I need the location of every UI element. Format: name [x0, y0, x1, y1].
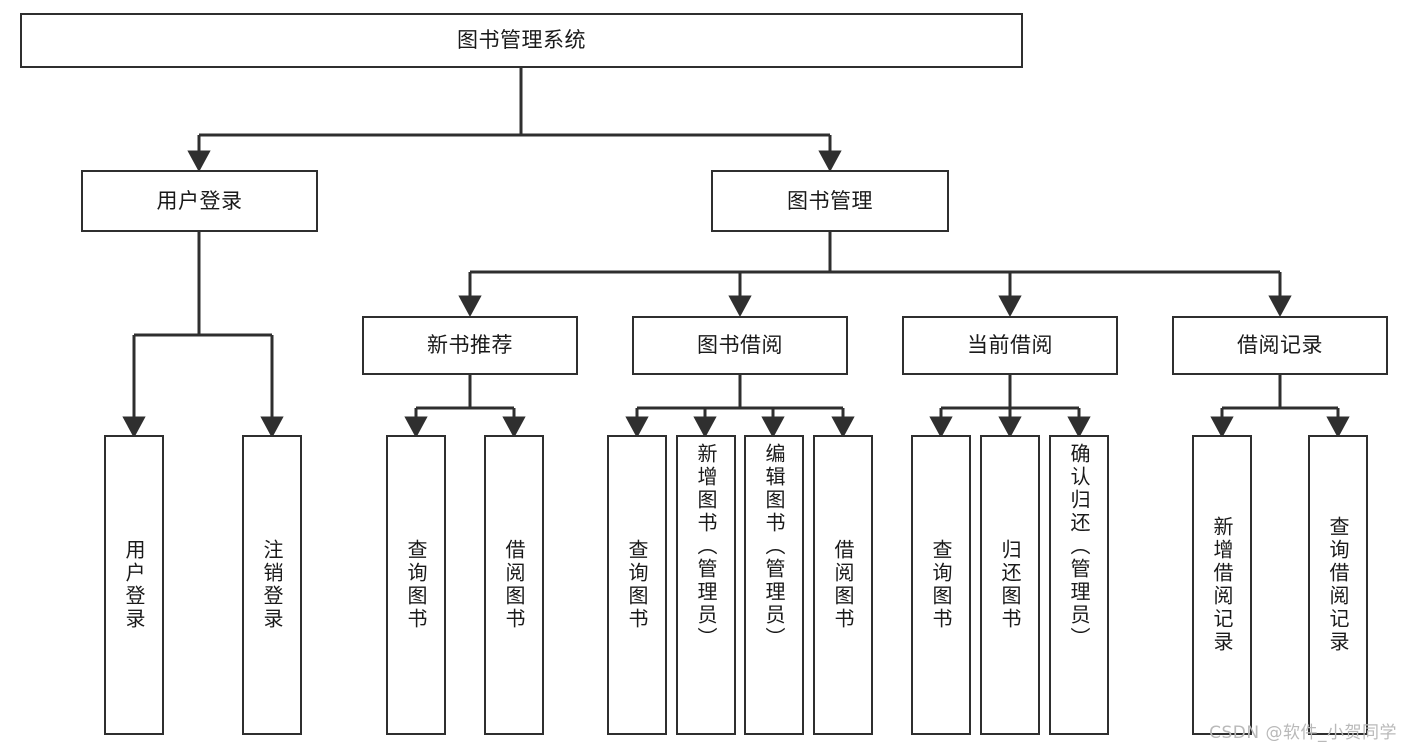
node-label: 注销登录 — [260, 539, 284, 631]
node-label: 图书管理系统 — [457, 28, 586, 53]
node-leaf-add-borrow-record[interactable]: 新增借阅记录 — [1192, 435, 1252, 735]
node-label: 借阅图书 — [502, 539, 526, 631]
node-leaf-logout[interactable]: 注销登录 — [242, 435, 302, 735]
node-user-login[interactable]: 用户登录 — [81, 170, 318, 232]
node-label: 编辑图书（管理员） — [762, 443, 786, 650]
node-label: 新增图书（管理员） — [694, 443, 718, 650]
node-label: 新书推荐 — [427, 333, 513, 358]
node-leaf-query-book-recommend[interactable]: 查询图书 — [386, 435, 446, 735]
node-leaf-query-book-borrow[interactable]: 查询图书 — [607, 435, 667, 735]
node-label: 查询借阅记录 — [1326, 516, 1350, 654]
node-label: 查询图书 — [929, 539, 953, 631]
node-label: 当前借阅 — [967, 333, 1053, 358]
node-leaf-query-borrow-record[interactable]: 查询借阅记录 — [1308, 435, 1368, 735]
node-label: 借阅记录 — [1237, 333, 1323, 358]
watermark: CSDN @软件_小贺同学 — [1209, 723, 1397, 743]
node-leaf-borrow-book-recommend[interactable]: 借阅图书 — [484, 435, 544, 735]
node-label: 借阅图书 — [831, 539, 855, 631]
node-leaf-return-book[interactable]: 归还图书 — [980, 435, 1040, 735]
node-label: 图书管理 — [787, 188, 873, 213]
node-label: 归还图书 — [998, 539, 1022, 631]
node-label: 查询图书 — [625, 539, 649, 631]
node-label: 用户登录 — [122, 539, 146, 631]
node-label: 用户登录 — [156, 188, 243, 213]
node-leaf-confirm-return-admin[interactable]: 确认归还（管理员） — [1049, 435, 1109, 735]
node-leaf-user-login[interactable]: 用户登录 — [104, 435, 164, 735]
node-label: 图书借阅 — [697, 333, 783, 358]
node-label: 新增借阅记录 — [1210, 516, 1234, 654]
node-label: 确认归还（管理员） — [1067, 443, 1091, 650]
node-leaf-add-book-admin[interactable]: 新增图书（管理员） — [676, 435, 736, 735]
node-book-management[interactable]: 图书管理 — [711, 170, 949, 232]
node-new-book-recommend[interactable]: 新书推荐 — [362, 316, 578, 375]
node-borrow-record[interactable]: 借阅记录 — [1172, 316, 1388, 375]
node-leaf-query-book-current[interactable]: 查询图书 — [911, 435, 971, 735]
node-current-borrow[interactable]: 当前借阅 — [902, 316, 1118, 375]
node-leaf-borrow-book[interactable]: 借阅图书 — [813, 435, 873, 735]
node-root-book-management-system[interactable]: 图书管理系统 — [20, 13, 1023, 68]
node-leaf-edit-book-admin[interactable]: 编辑图书（管理员） — [744, 435, 804, 735]
node-book-borrow[interactable]: 图书借阅 — [632, 316, 848, 375]
node-label: 查询图书 — [404, 539, 428, 631]
